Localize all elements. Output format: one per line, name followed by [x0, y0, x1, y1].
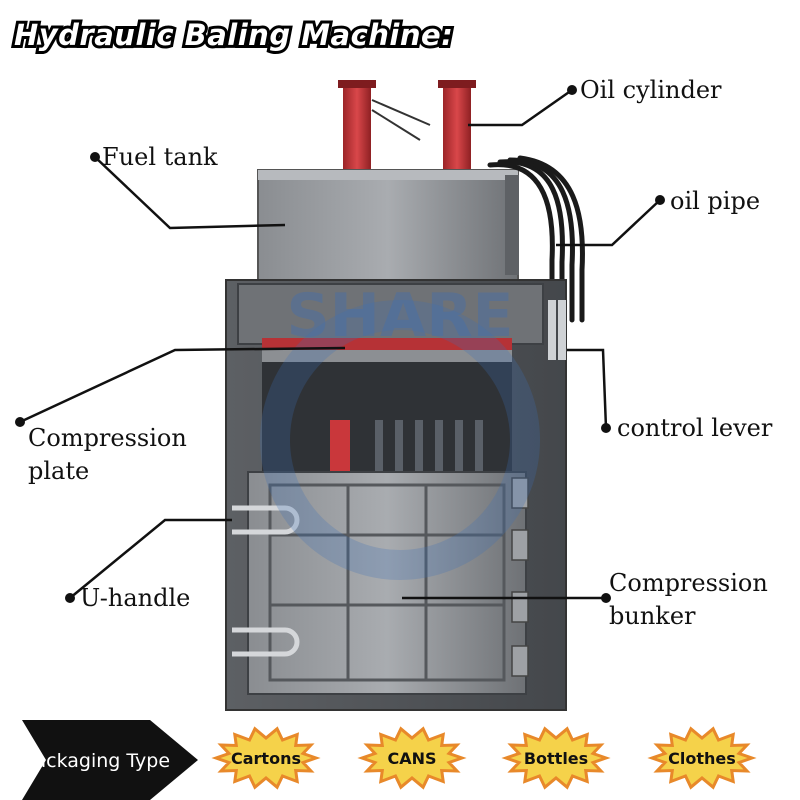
packaging-badge-label: Clothes	[668, 749, 736, 768]
packaging-type-arrow: Packaging Type	[22, 720, 198, 800]
starburst-shape	[211, 726, 321, 790]
compression-bunker-door	[232, 471, 529, 695]
packaging-badge-label: Bottles	[524, 749, 588, 768]
label-compression-bunker-line2: bunker	[609, 602, 696, 630]
packaging-badge-bottles: Bottles	[501, 726, 611, 790]
label-compression-bunker-line1: Compression	[609, 569, 768, 597]
packaging-badge-label: Cartons	[231, 749, 301, 768]
packaging-badge-cartons: Cartons	[211, 726, 321, 790]
packaging-type-heading: Packaging Type	[24, 750, 170, 772]
watermark-logo	[260, 300, 540, 580]
leader-lines	[19, 88, 661, 600]
packaging-badge-label: CANS	[387, 749, 436, 768]
fuel-tank	[257, 169, 519, 283]
label-compression-plate-line2: plate	[28, 457, 90, 485]
oil-pipes	[487, 155, 585, 323]
label-oil-cylinder: Oil cylinder	[580, 76, 722, 104]
leader-dots	[15, 85, 665, 603]
page-title: Hydraulic Baling Machine:	[11, 15, 456, 55]
label-control-lever: control lever	[617, 414, 773, 442]
label-u-handle: U-handle	[80, 584, 191, 612]
packaging-badge-clothes: Clothes	[647, 726, 757, 790]
watermark-text: SHARE	[286, 281, 513, 351]
packaging-badge-cans: CANS	[357, 726, 467, 790]
packaging-badges: Cartons CANS Bottles Clothes	[211, 726, 757, 790]
starburst-shape	[501, 726, 611, 790]
oil-cylinders	[338, 80, 476, 174]
label-compression-plate-line1: Compression	[28, 424, 187, 452]
starburst-shape	[357, 726, 467, 790]
starburst-shape	[647, 726, 757, 790]
label-oil-pipe: oil pipe	[670, 187, 761, 215]
label-fuel-tank: Fuel tank	[102, 143, 218, 171]
